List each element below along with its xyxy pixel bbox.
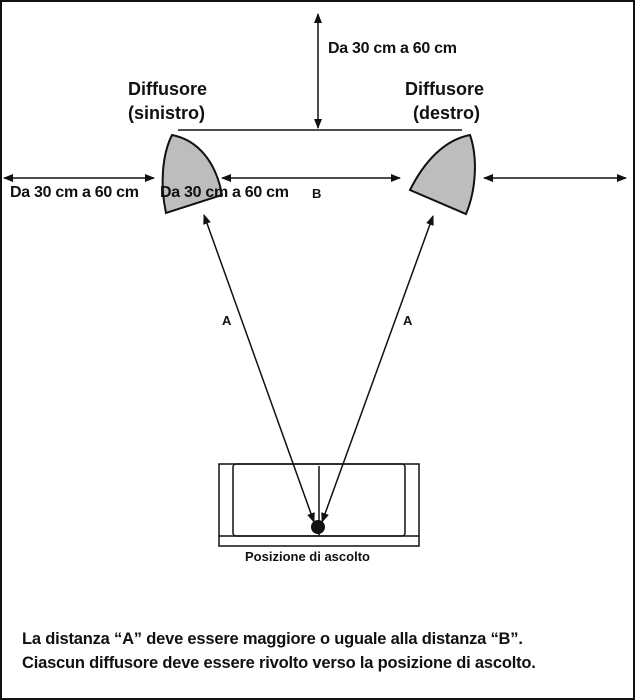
right-a-label: A xyxy=(403,313,413,328)
left-speaker-icon xyxy=(161,133,224,215)
right-a-arrow xyxy=(321,215,434,523)
right-speaker-label-line1: Diffusore xyxy=(405,79,485,99)
sofa-icon xyxy=(218,463,420,547)
caption-line2: Ciascun diffusore deve essere rivolto ve… xyxy=(22,654,536,672)
left-speaker-label-line2: (sinistro) xyxy=(128,103,206,123)
top-distance-label: Da 30 cm a 60 cm xyxy=(328,40,457,57)
listening-position-label: Posizione di ascolto xyxy=(245,549,370,564)
listening-point-icon xyxy=(311,520,325,534)
between-speakers-distance-label: Da 30 cm a 60 cm xyxy=(160,184,289,201)
right-speaker-icon xyxy=(408,133,476,216)
b-marker-label: B xyxy=(312,186,322,201)
left-a-label: A xyxy=(222,313,232,328)
caption-line1: La distanza “A” deve essere maggiore o u… xyxy=(22,630,523,648)
left-a-arrow xyxy=(203,214,315,523)
left-speaker-label-line1: Diffusore xyxy=(128,79,208,99)
left-wall-distance-label: Da 30 cm a 60 cm xyxy=(10,184,139,201)
right-speaker-label-line2: (destro) xyxy=(413,103,480,123)
